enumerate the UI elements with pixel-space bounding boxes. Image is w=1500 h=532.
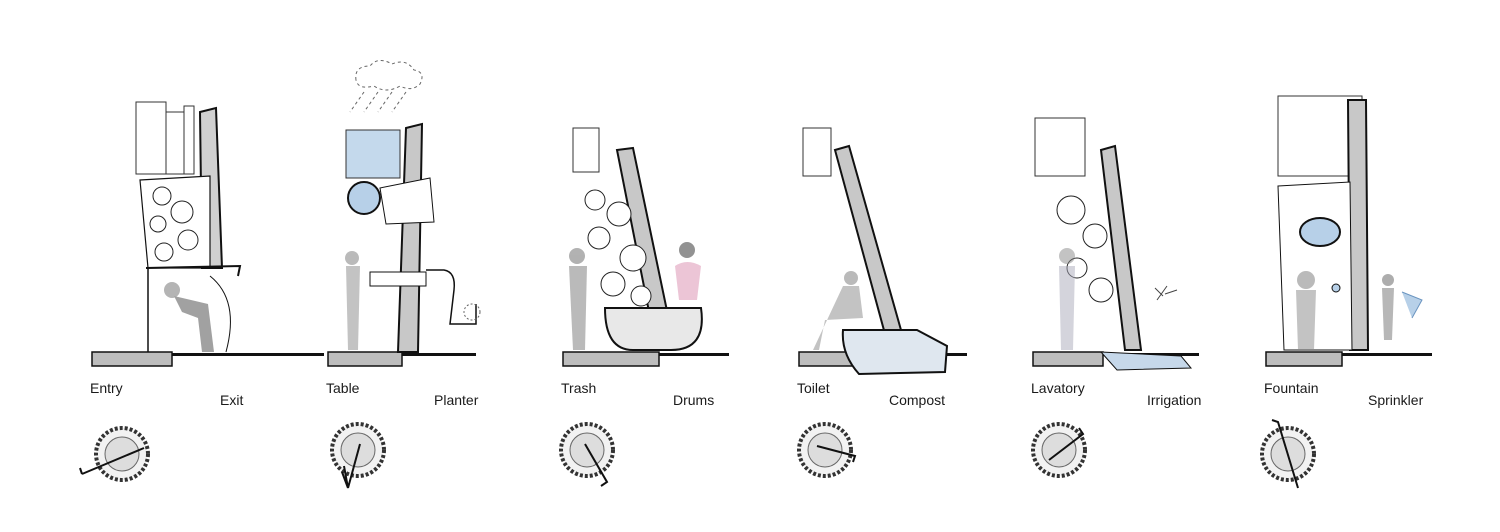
label-drums: Drums <box>673 392 715 408</box>
ground-slab <box>562 351 660 367</box>
section-cut-line <box>341 443 361 489</box>
section-drawing-toilet-compost <box>798 127 967 376</box>
water-tanks <box>345 129 401 179</box>
plan-key-fountain <box>1260 419 1316 489</box>
section-cut-line <box>584 443 609 487</box>
plan-key-toilet <box>797 422 857 478</box>
child-figure <box>1382 274 1394 340</box>
label-sprinkler: Sprinkler <box>1368 392 1424 408</box>
table-top <box>369 271 427 287</box>
panel-trash-drums: Trash Drums <box>559 0 797 532</box>
panel-fountain-sprinkler: Fountain Sprinkler <box>1260 0 1500 532</box>
label-toilet: Toilet <box>797 380 830 396</box>
person-figure <box>345 251 360 350</box>
person-figure <box>569 248 587 350</box>
ground-slab-lower <box>172 353 324 356</box>
irrigation-pipe <box>1099 351 1193 371</box>
panel-lavatory-irrigation: Lavatory Irrigation <box>1031 0 1267 532</box>
drummer-figure <box>675 242 701 300</box>
compost-chute <box>841 329 949 376</box>
wall-column <box>1099 144 1143 351</box>
ground-slab <box>91 351 173 367</box>
label-planter: Planter <box>434 392 479 408</box>
section-cut-line <box>816 445 857 463</box>
section-drawing-fountain-sprinkler <box>1265 95 1432 367</box>
ground-slab <box>1265 351 1343 367</box>
plan-key-lavatory <box>1031 422 1087 478</box>
section-drawing-table-planter <box>327 60 481 367</box>
panel-table-planter: Table Planter <box>326 0 562 532</box>
label-entry: Entry <box>90 380 123 396</box>
section-cut-line <box>1271 419 1299 489</box>
label-table: Table <box>326 380 360 396</box>
label-fountain: Fountain <box>1264 380 1319 396</box>
planter-pipe <box>426 269 477 325</box>
panel-toilet-compost: Toilet Compost <box>797 0 1033 532</box>
book-stack <box>572 127 600 173</box>
person-figure <box>1059 248 1075 350</box>
person-figure <box>1296 271 1316 350</box>
section-cut-line <box>79 447 145 475</box>
ground-slab <box>1032 351 1104 367</box>
plan-key-trash <box>559 422 615 487</box>
wall-column <box>396 122 424 353</box>
section-drawing-entry-exit <box>91 101 324 367</box>
sprinkler-spray <box>1401 291 1423 319</box>
book-stack <box>135 101 167 175</box>
plan-key-table <box>330 422 386 489</box>
planter-foliage <box>463 303 481 321</box>
entry-canopy <box>145 264 242 277</box>
trash-bin <box>603 307 703 351</box>
label-compost: Compost <box>889 392 946 408</box>
section-drawing-trash-drums <box>562 127 729 367</box>
book-stack <box>802 127 832 177</box>
label-irrigation: Irrigation <box>1147 392 1202 408</box>
section-drawing-lavatory-irrigation <box>1032 117 1199 371</box>
irrigation-plant <box>1154 285 1178 301</box>
rain-cloud <box>355 60 423 91</box>
plan-key-entry <box>79 426 150 482</box>
section-cut-line <box>1048 427 1085 461</box>
fountain-basin <box>1299 217 1341 247</box>
label-trash: Trash <box>561 380 597 396</box>
label-exit: Exit <box>220 392 244 408</box>
book-stack <box>1034 117 1086 177</box>
label-lavatory: Lavatory <box>1031 380 1085 396</box>
person-figure <box>164 282 214 352</box>
water-collector <box>347 181 381 215</box>
person-figure <box>813 271 863 350</box>
ground-slab <box>327 351 403 367</box>
panel-entry-exit: Entry Exit <box>79 0 326 532</box>
